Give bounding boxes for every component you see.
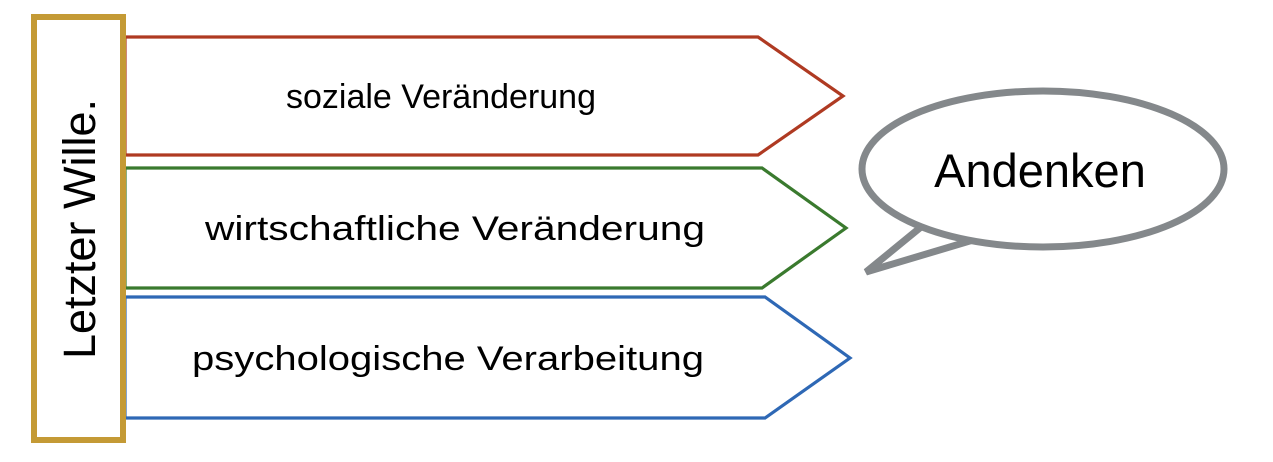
speech-bubble-label: Andenken bbox=[934, 144, 1146, 197]
arrow-soziale-label: soziale Veränderung bbox=[286, 78, 596, 116]
title-box[interactable]: Letzter Wille. bbox=[31, 14, 126, 443]
arrow-wirtschaftliche-label: wirtschaftliche Veränderung bbox=[204, 210, 705, 248]
title-box-frame bbox=[31, 14, 126, 443]
title-box-label: Letzter Wille. bbox=[54, 99, 105, 359]
arrow-psychologische-label: psychologische Verarbeitung bbox=[192, 340, 704, 378]
speech-bubble[interactable]: Andenken bbox=[858, 87, 1228, 276]
arrow-psychologische[interactable]: psychologische Verarbeitung bbox=[123, 295, 853, 420]
speech-bubble-body bbox=[858, 87, 1228, 251]
arrow-wirtschaftliche[interactable]: wirtschaftliche Veränderung bbox=[123, 166, 849, 290]
arrow-soziale[interactable]: soziale Veränderung bbox=[123, 35, 846, 157]
